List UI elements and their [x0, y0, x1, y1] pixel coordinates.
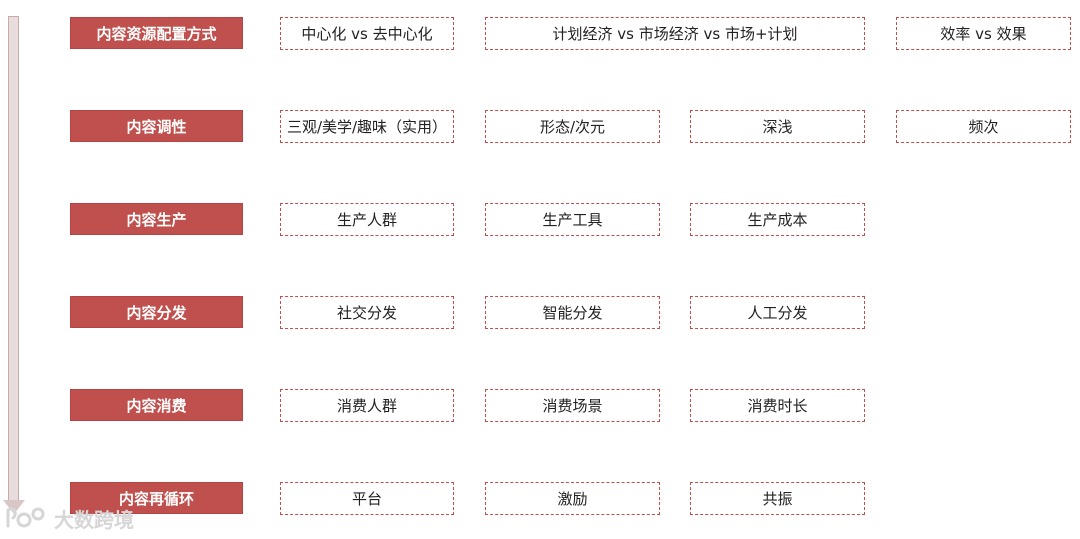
item-box: 消费时长 [690, 389, 865, 422]
item-box: 共振 [690, 482, 865, 515]
row-content-distribution: 内容分发 社交分发 智能分发 人工分发 [0, 296, 1080, 330]
row-content-consumption: 内容消费 消费人群 消费场景 消费时长 [0, 389, 1080, 423]
stage-label: 内容消费 [70, 389, 243, 421]
row-content-tone: 内容调性 三观/美学/趣味（实用） 形态/次元 深浅 频次 [0, 110, 1080, 144]
item-box: 中心化 vs 去中心化 [280, 17, 454, 50]
stage-label: 内容分发 [70, 296, 243, 328]
row-content-production: 内容生产 生产人群 生产工具 生产成本 [0, 203, 1080, 237]
watermark: 大数跨境 [4, 502, 134, 534]
item-box: 计划经济 vs 市场经济 vs 市场+计划 [485, 17, 865, 50]
item-box: 人工分发 [690, 296, 865, 329]
item-box: 智能分发 [485, 296, 660, 329]
item-box: 平台 [280, 482, 454, 515]
stage-label: 内容生产 [70, 203, 243, 235]
item-box: 生产成本 [690, 203, 865, 236]
item-box: 形态/次元 [485, 110, 660, 143]
item-box: 消费场景 [485, 389, 660, 422]
item-box: 消费人群 [280, 389, 454, 422]
stage-label: 内容调性 [70, 110, 243, 142]
item-box: 激励 [485, 482, 660, 515]
item-box: 频次 [896, 110, 1071, 143]
flow-arrow-shaft [8, 16, 19, 502]
stage-label: 内容再循环 [70, 482, 243, 514]
row-resource-allocation: 内容资源配置方式 中心化 vs 去中心化 计划经济 vs 市场经济 vs 市场+… [0, 17, 1080, 51]
item-box: 深浅 [690, 110, 865, 143]
watermark-logo-icon [6, 507, 45, 528]
stage-label: 内容资源配置方式 [70, 17, 243, 49]
item-box: 生产人群 [280, 203, 454, 236]
row-content-recycling: 内容再循环 平台 激励 共振 [0, 482, 1080, 516]
item-box: 三观/美学/趣味（实用） [280, 110, 454, 143]
item-box: 生产工具 [485, 203, 660, 236]
watermark-text: 大数跨境 [54, 507, 134, 532]
item-box: 社交分发 [280, 296, 454, 329]
item-box: 效率 vs 效果 [896, 17, 1071, 50]
